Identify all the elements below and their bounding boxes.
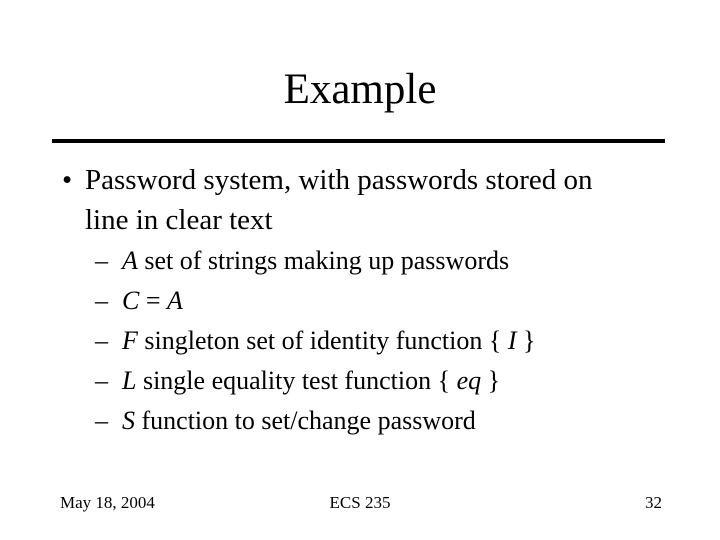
- sub-bullet-list: –A set of strings making up passwords –C…: [95, 241, 685, 441]
- dash-marker: –: [95, 326, 108, 355]
- footer-date: May 18, 2004: [60, 493, 155, 512]
- main-bullet-line: line in clear text: [85, 204, 273, 236]
- sub-bullet-segment: I: [507, 326, 517, 355]
- footer-page-number: 32: [645, 493, 662, 512]
- sub-bullet-segment: }: [516, 326, 536, 355]
- dash-marker: –: [95, 246, 108, 275]
- sub-bullet-segment: =: [139, 286, 168, 315]
- sub-bullet-segment: function to set/change password: [135, 406, 476, 435]
- sub-bullet-segment: A: [122, 246, 138, 275]
- sub-bullet: –S function to set/change password: [95, 401, 685, 441]
- bullet-marker: •: [62, 164, 73, 196]
- sub-bullet: –A set of strings making up passwords: [95, 241, 685, 281]
- dash-marker: –: [95, 366, 108, 395]
- sub-bullet-segment: single equality test function {: [136, 366, 457, 395]
- sub-bullet-segment: L: [122, 366, 137, 395]
- sub-bullet: –C = A: [95, 281, 685, 321]
- title-divider-rule: [52, 139, 665, 143]
- sub-bullet-segment: C: [122, 286, 140, 315]
- sub-bullet-segment: S: [122, 406, 135, 435]
- sub-bullet-segment: F: [122, 326, 138, 355]
- sub-bullet: –F singleton set of identity function { …: [95, 321, 685, 361]
- sub-bullet-segment: }: [481, 366, 501, 395]
- slide-title: Example: [283, 66, 437, 113]
- main-bullet-text: Password system, with passwords stored o…: [85, 160, 672, 240]
- dash-marker: –: [95, 406, 108, 435]
- dash-marker: –: [95, 286, 108, 315]
- sub-bullet-segment: eq: [456, 366, 482, 395]
- sub-bullet-segment: singleton set of identity function {: [137, 326, 508, 355]
- sub-bullet-segment: A: [167, 286, 183, 315]
- main-bullet: • Password system, with passwords stored…: [62, 160, 672, 240]
- footer-course: ECS 235: [329, 493, 391, 512]
- sub-bullet-segment: set of strings making up passwords: [137, 246, 510, 275]
- sub-bullet: –L single equality test function { eq }: [95, 361, 685, 401]
- main-bullet-line: Password system, with passwords stored o…: [85, 164, 593, 196]
